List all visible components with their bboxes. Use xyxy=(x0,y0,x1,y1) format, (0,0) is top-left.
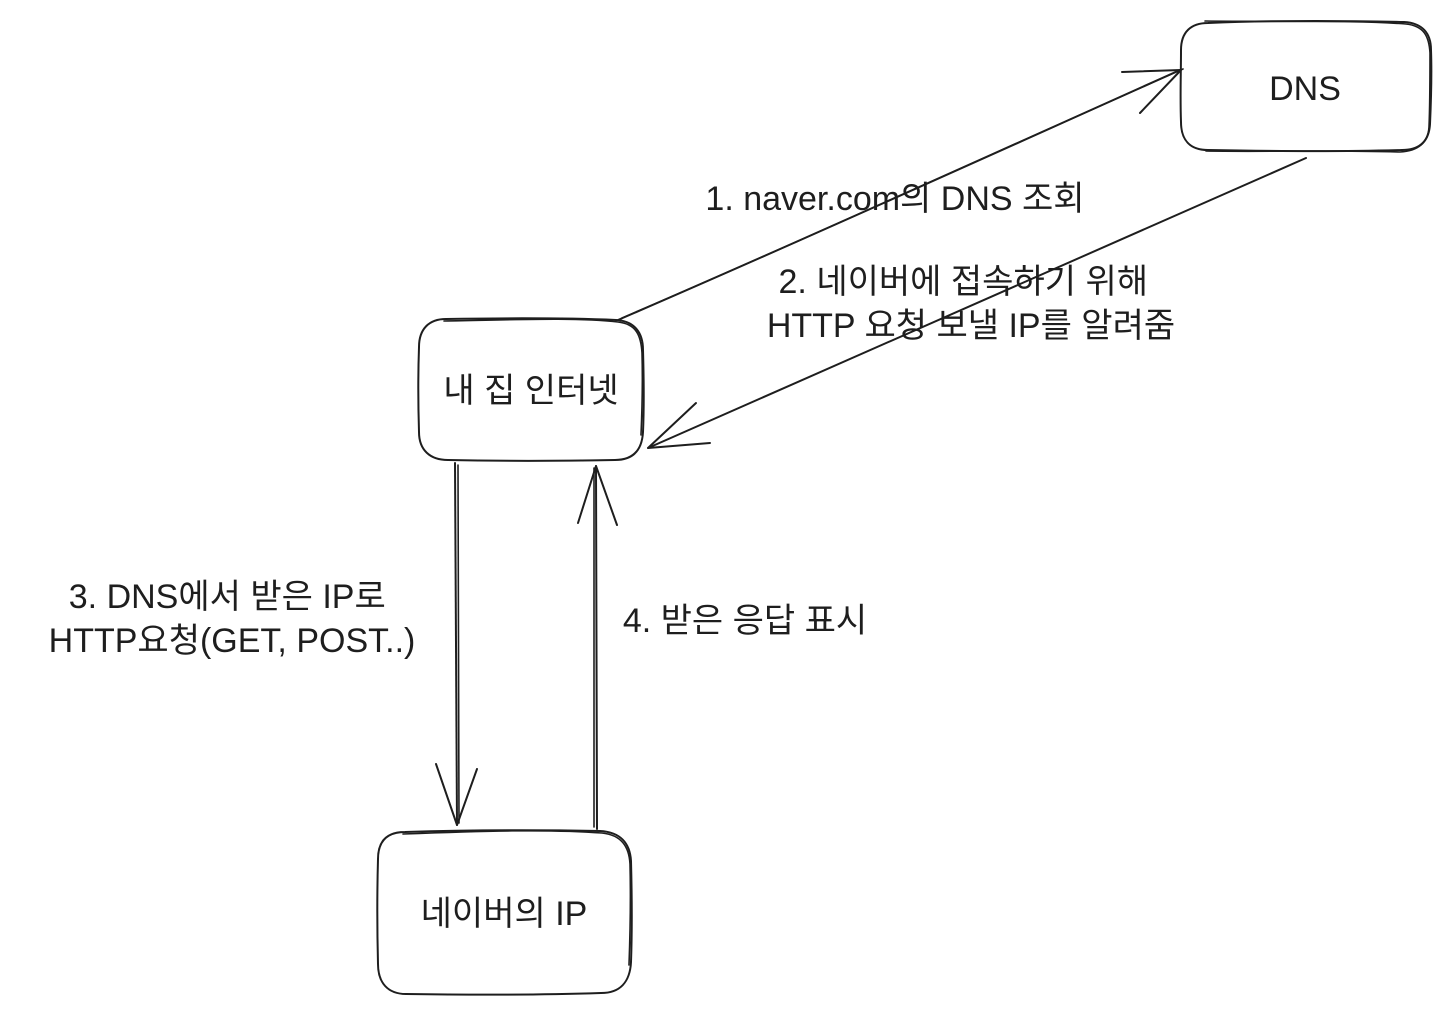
dns-node[interactable]: DNS xyxy=(1179,20,1433,153)
edge-step1-arrowhead xyxy=(1121,69,1182,114)
edge-step3-line-overstroke xyxy=(457,464,460,824)
edge-step3-label: 3. DNS에서 받은 IP로 HTTP요청(GET, POST..) xyxy=(49,578,416,660)
home-node-border xyxy=(417,317,645,462)
dns-node-border xyxy=(1179,20,1433,153)
home-node-label: 내 집 인터넷 xyxy=(443,372,618,410)
dns-node-label: DNS xyxy=(1269,70,1341,108)
dns-node-border-overstroke xyxy=(1204,20,1431,153)
edge-step4-label: 4. 받은 응답 표시 xyxy=(623,602,867,640)
edge-step3-line xyxy=(454,462,458,826)
edge-step3-arrowhead xyxy=(435,763,478,826)
edge-step4-line xyxy=(595,465,598,830)
edge-step1-line-overstroke xyxy=(621,68,1184,319)
naver-node[interactable]: 네이버의 IP xyxy=(376,829,633,996)
edge-step4[interactable] xyxy=(577,465,618,830)
naver-node-border-overstroke xyxy=(402,829,632,966)
home-node-border-overstroke xyxy=(443,318,644,436)
edge-step3[interactable] xyxy=(435,462,478,826)
edge-step4-arrowhead xyxy=(577,465,618,526)
edge-step2-label: 2. 네이버에 접속하기 위해 HTTP 요청 보낼 IP를 알려줌 xyxy=(767,263,1175,345)
edge-step1-label: 1. naver.com의 DNS 조회 xyxy=(705,180,1084,218)
naver-node-border xyxy=(376,829,633,996)
home-node[interactable]: 내 집 인터넷 xyxy=(417,317,645,462)
edge-step2-arrowhead xyxy=(647,402,711,449)
naver-node-label: 네이버의 IP xyxy=(421,895,588,933)
edge-step1[interactable] xyxy=(617,68,1184,321)
